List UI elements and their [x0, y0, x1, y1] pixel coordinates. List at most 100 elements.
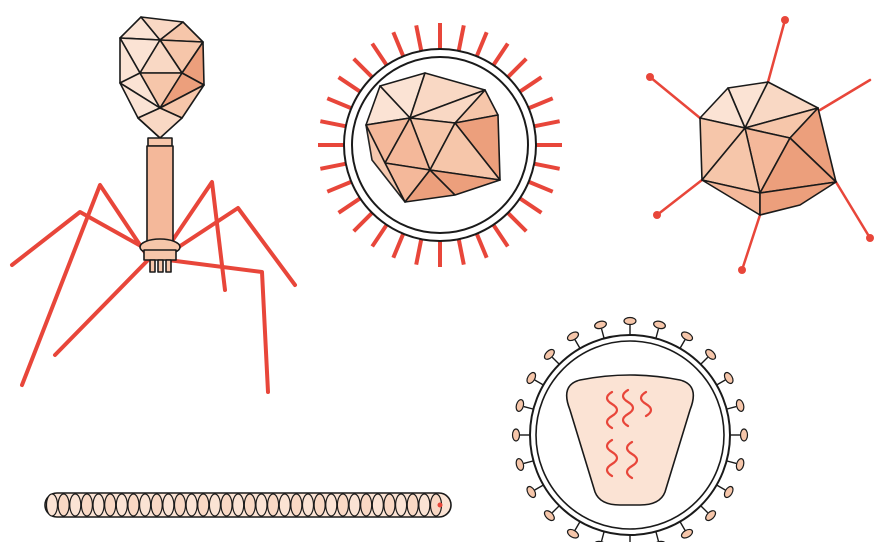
peplomer-stalk	[680, 340, 685, 349]
peplomer-head	[515, 458, 525, 471]
peplomer-stalk	[602, 329, 605, 339]
peplomer-head	[525, 371, 537, 385]
helical-rod-segment	[233, 494, 244, 516]
peplomer-head	[735, 399, 745, 412]
helical-rod-segment	[58, 494, 69, 516]
helical-rod-segment	[47, 494, 58, 516]
envelope-spike	[506, 211, 526, 231]
envelope-spike	[327, 181, 353, 192]
envelope-spike	[393, 232, 404, 258]
peplomer-stalk	[701, 506, 708, 513]
helical-rod-segment	[291, 494, 302, 516]
adeno-fiber-5	[836, 182, 870, 238]
adeno-capsid	[700, 82, 836, 215]
helical-rod-segment	[209, 494, 220, 516]
helical-rod-end-core	[438, 503, 443, 508]
envelope-spike	[476, 32, 487, 58]
peplomer-head	[513, 429, 520, 441]
envelope-spike	[532, 163, 559, 168]
envelope-spike	[320, 163, 347, 168]
icosahedral-virus-with-fibers	[646, 16, 874, 274]
envelope-spike	[339, 197, 362, 213]
helical-virus	[45, 493, 451, 517]
helical-rod-segment	[151, 494, 162, 516]
peplomer-stalk	[656, 329, 659, 339]
envelope-spike	[372, 223, 388, 246]
envelope-spike	[339, 77, 362, 93]
peplomer-stalk	[701, 357, 708, 364]
helical-rod-segment	[268, 494, 279, 516]
helical-rod-segment	[349, 494, 360, 516]
enveloped-virus-with-spikes	[513, 318, 748, 542]
envelope-spike	[518, 77, 541, 93]
peplomer-stalk	[680, 522, 685, 531]
envelope-spike	[492, 44, 508, 67]
adeno-fiber-6	[742, 215, 760, 270]
helical-rod-segment	[198, 494, 209, 516]
helical-rod-segment	[384, 494, 395, 516]
helical-rod-segment	[140, 494, 151, 516]
peplomer-head	[680, 330, 694, 342]
phage-fiber-3	[55, 258, 150, 355]
peplomer-head	[735, 458, 745, 471]
envelope-spike	[354, 59, 374, 79]
helical-rod-segment	[372, 494, 383, 516]
helical-rod-segment	[314, 494, 325, 516]
helical-rod-segment	[175, 494, 186, 516]
envelope-spike	[492, 223, 508, 246]
helical-rod-segment	[128, 494, 139, 516]
helical-rod-segment	[396, 494, 407, 516]
helical-rod-segment	[337, 494, 348, 516]
bacteriophage	[12, 17, 295, 392]
peplomer-stalk	[727, 461, 737, 464]
peplomer-stalk	[717, 380, 726, 385]
peplomer-head	[594, 320, 607, 330]
helical-rod-segment	[93, 494, 104, 516]
adeno-fiber-2	[650, 77, 700, 118]
helical-rod-segment	[221, 494, 232, 516]
adeno-fiber-4	[657, 180, 702, 215]
peplomer-stalk	[552, 357, 559, 364]
adeno-fiber-1	[768, 20, 785, 82]
helical-rod-segment	[105, 494, 116, 516]
helical-rod-segment	[244, 494, 255, 516]
envelope-spike	[518, 197, 541, 213]
helical-rod-segment	[419, 494, 430, 516]
helical-rod-segment	[70, 494, 81, 516]
helical-rod-segment	[361, 494, 372, 516]
peplomer-stalk	[656, 532, 659, 542]
helical-rod-segment	[81, 494, 92, 516]
envelope-spike	[532, 121, 559, 126]
envelope-spike	[393, 32, 404, 58]
envelope-spike	[476, 232, 487, 258]
envelope-spike	[506, 59, 526, 79]
peplomer-head	[515, 399, 525, 412]
peplomer-head	[723, 371, 735, 385]
envelope-spike	[372, 44, 388, 67]
envelope-spike	[320, 121, 347, 126]
peplomer-stalk	[717, 485, 726, 490]
peplomer-stalk	[575, 522, 580, 531]
phage-head	[120, 17, 204, 138]
peplomer-head	[566, 330, 580, 342]
helical-rod-segment	[256, 494, 267, 516]
envelope-spike	[527, 181, 553, 192]
helical-rod-segment	[407, 494, 418, 516]
envelope-spike	[354, 211, 374, 231]
helical-rod-segment	[279, 494, 290, 516]
envelope-spike	[416, 25, 421, 52]
peplomer-stalk	[552, 506, 559, 513]
peplomer-stalk	[575, 340, 580, 349]
helical-rod-segment	[163, 494, 174, 516]
envelope-spike	[527, 98, 553, 109]
enveloped-icosahedral-virus	[318, 23, 562, 267]
helical-rod-segment	[116, 494, 127, 516]
peplomer-stalk	[524, 461, 534, 464]
peplomer-stalk	[524, 407, 534, 410]
helical-rod-segment	[186, 494, 197, 516]
peplomer-head	[653, 320, 666, 330]
helical-rod-segment	[326, 494, 337, 516]
peplomer-stalk	[602, 532, 605, 542]
adeno-fiber-3	[820, 80, 870, 110]
